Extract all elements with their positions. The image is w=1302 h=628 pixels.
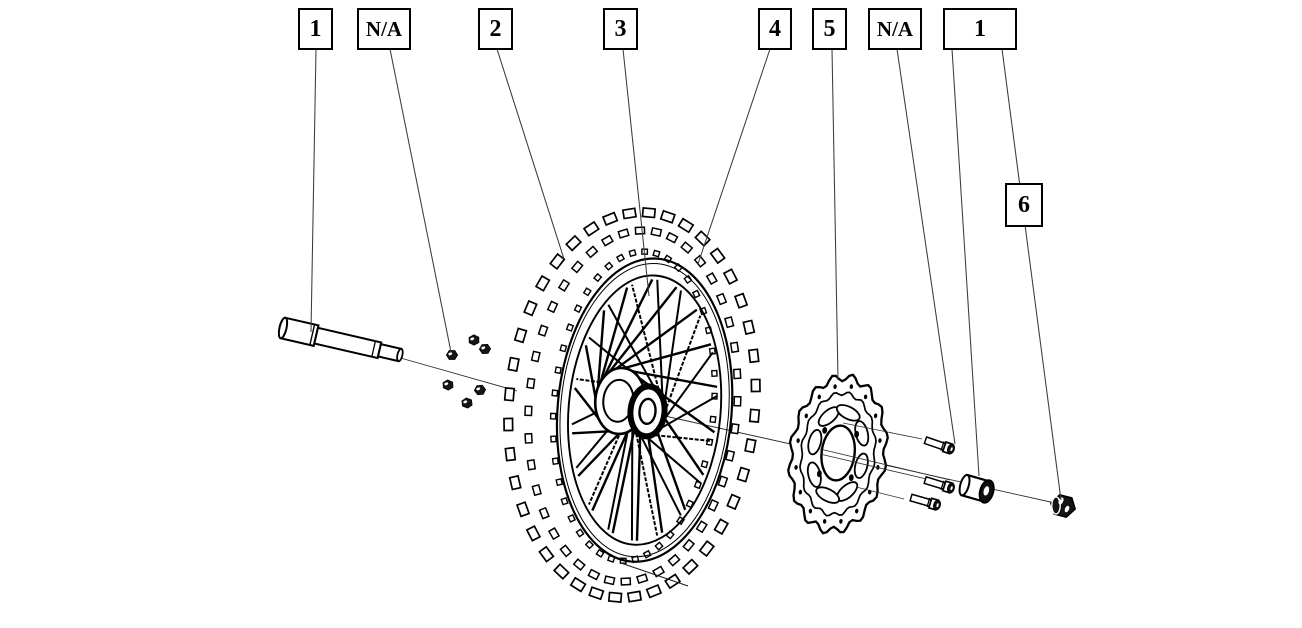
disc-bolts xyxy=(819,422,956,511)
valve-stem-line xyxy=(620,562,689,587)
callout-box-4: 4 xyxy=(758,8,792,50)
axle-spacer xyxy=(958,473,995,504)
callout-box-6: 6 xyxy=(1005,183,1043,227)
callout-box-na-left: N/A xyxy=(357,8,411,50)
callout-box-3: 3 xyxy=(603,8,638,50)
brake-disc xyxy=(787,373,889,535)
callout-box-1-right: 1 xyxy=(943,8,1017,50)
front-axle xyxy=(277,316,404,363)
callout-box-na-right: N/A xyxy=(868,8,922,50)
callout-box-5: 5 xyxy=(812,8,847,50)
wheel-assembly xyxy=(503,207,761,603)
axle-nut xyxy=(1049,494,1077,518)
axle-nuts xyxy=(442,334,492,409)
leader-lines xyxy=(310,48,1062,501)
callout-box-2: 2 xyxy=(478,8,513,50)
callout-box-1-left: 1 xyxy=(298,8,333,50)
